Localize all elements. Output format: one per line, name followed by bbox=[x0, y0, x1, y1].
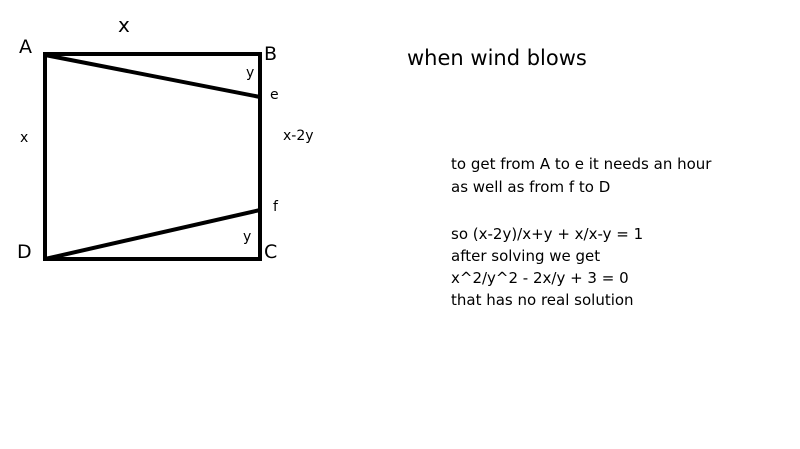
point-f-label: f bbox=[273, 199, 278, 215]
explanation-line: as well as from f to D bbox=[451, 178, 611, 196]
vertex-a-label: A bbox=[19, 36, 32, 58]
left-side-label: x bbox=[20, 130, 29, 146]
vertex-d-label: D bbox=[17, 241, 32, 263]
diagram-heading: when wind blows bbox=[407, 46, 587, 70]
vertex-b-label: B bbox=[264, 43, 278, 65]
vertex-c-label: C bbox=[264, 241, 278, 263]
explanation-line: so (x-2y)/x+y + x/x-y = 1 bbox=[451, 225, 644, 243]
explanation-line: that has no real solution bbox=[451, 291, 634, 309]
right-middle-label: x-2y bbox=[283, 128, 314, 144]
top-right-segment-label: y bbox=[246, 65, 255, 81]
line-f-to-d bbox=[44, 208, 261, 261]
point-e-label: e bbox=[270, 87, 279, 103]
explanation-line: x^2/y^2 - 2x/y + 3 = 0 bbox=[451, 269, 629, 287]
square-abcd bbox=[43, 52, 262, 261]
line-a-to-e bbox=[44, 53, 261, 99]
top-side-label: x bbox=[118, 13, 130, 37]
explanation-line: after solving we get bbox=[451, 247, 601, 265]
explanation-line: to get from A to e it needs an hour bbox=[451, 155, 712, 173]
bottom-right-segment-label: y bbox=[243, 229, 252, 245]
